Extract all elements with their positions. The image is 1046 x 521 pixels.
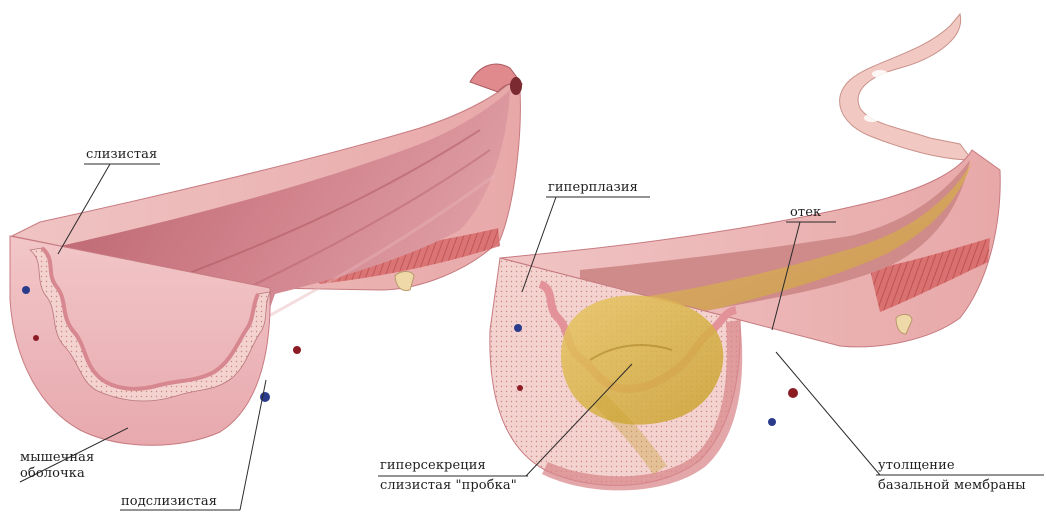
- label-hyperplasia: гиперплазия: [548, 180, 638, 195]
- blood-vessel-dot: [517, 385, 523, 391]
- asthmatic-bronchus: [490, 14, 1000, 490]
- blood-vessel-dot: [293, 346, 301, 354]
- normal-bronchus-distal-opening: [510, 77, 522, 95]
- label-muscular-coat-line2: оболочка: [20, 466, 85, 481]
- label-hypersecretion-line2: слизистая "пробка": [380, 478, 517, 493]
- blood-vessel-dot: [33, 335, 39, 341]
- thickening-leader: [776, 352, 880, 475]
- blood-vessel-dot: [22, 286, 30, 294]
- blood-vessel-dot: [788, 388, 798, 398]
- distal-tube-highlight: [892, 92, 908, 100]
- label-submucosa: подслизистая: [121, 494, 217, 509]
- mucus-plug: [561, 295, 723, 424]
- label-edema: отек: [790, 205, 821, 220]
- label-thickening-line1: утолщение: [878, 458, 955, 473]
- distal-tube-highlight: [864, 114, 880, 122]
- label-muscular-coat-line1: мышечная: [20, 450, 94, 465]
- blood-vessel-dot: [514, 324, 522, 332]
- label-hypersecretion-line1: гиперсекреция: [380, 458, 486, 473]
- distal-tube-highlight: [872, 70, 888, 78]
- asthmatic-bronchus-distal-tube: [840, 14, 972, 160]
- normal-bronchus: [10, 64, 522, 445]
- label-thickening-line2: базальной мембраны: [878, 478, 1026, 493]
- blood-vessel-dot: [768, 418, 776, 426]
- label-mucosa: слизистая: [86, 147, 157, 162]
